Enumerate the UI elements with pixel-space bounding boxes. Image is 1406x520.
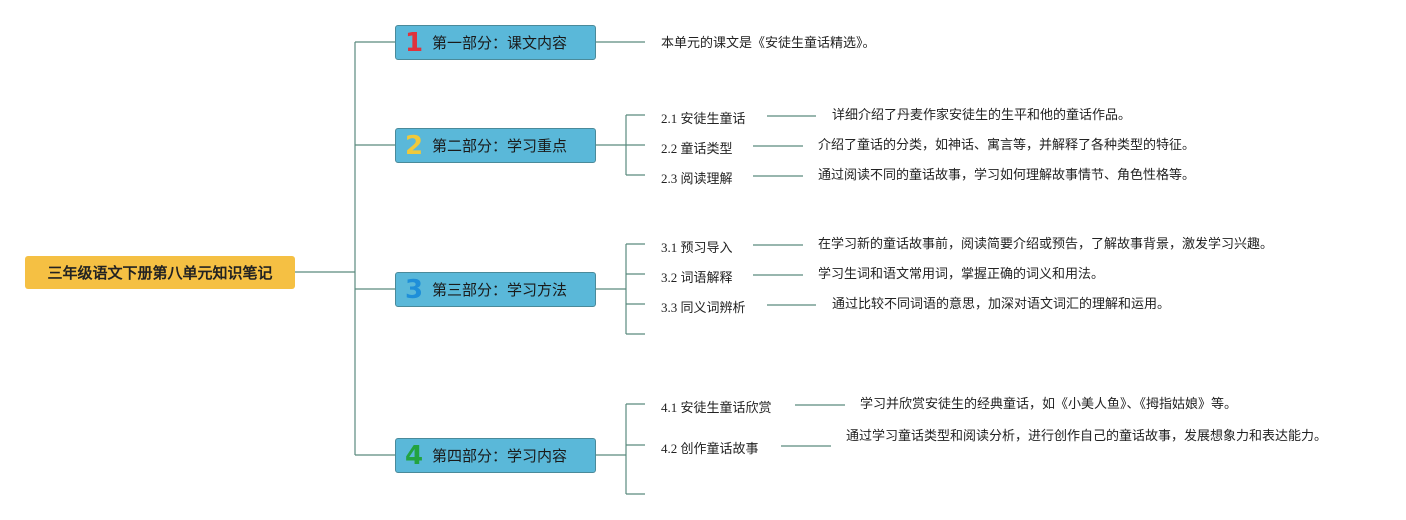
subtopic-2-2[interactable]: 2.2 童话类型 [661, 141, 733, 156]
subtopic-4-2-desc[interactable]: 通过学习童话类型和阅读分析，进行创作自己的童话故事，发展想象力和表达能力。 [846, 429, 1328, 444]
subtopic-3-3-desc[interactable]: 通过比较不同词语的意思，加深对语文词汇的理解和运用。 [832, 297, 1171, 312]
subtopic-3-1[interactable]: 3.1 预习导入 [661, 240, 733, 255]
section-4-topic[interactable]: 4 第四部分：学习内容 [395, 438, 596, 473]
section-3-topic[interactable]: 3 第三部分：学习方法 [395, 272, 596, 307]
number-4-icon: 4 [404, 440, 424, 471]
section-1-desc[interactable]: 本单元的课文是《安徒生童话精选》。 [661, 36, 876, 51]
number-1-icon: 1 [404, 27, 424, 58]
subtopic-2-1-desc[interactable]: 详细介绍了丹麦作家安徒生的生平和他的童话作品。 [832, 108, 1132, 123]
subtopic-2-2-desc[interactable]: 介绍了童话的分类，如神话、寓言等，并解释了各种类型的特征。 [818, 138, 1196, 153]
section-2-label: 第二部分：学习重点 [432, 137, 568, 155]
section-2-topic[interactable]: 2 第二部分：学习重点 [395, 128, 596, 163]
subtopic-3-2[interactable]: 3.2 词语解释 [661, 270, 733, 285]
section-1-topic[interactable]: 1 第一部分：课文内容 [395, 25, 596, 60]
root-title: 三年级语文下册第八单元知识笔记 [47, 264, 273, 282]
number-3-icon: 3 [404, 274, 424, 305]
subtopic-4-1-desc[interactable]: 学习并欣赏安徒生的经典童话，如《小美人鱼》、《拇指姑娘》等。 [860, 397, 1238, 412]
root-topic[interactable]: 三年级语文下册第八单元知识笔记 [25, 256, 295, 289]
number-2-icon: 2 [404, 130, 424, 161]
subtopic-4-1[interactable]: 4.1 安徒生童话欣赏 [661, 400, 772, 415]
section-1-label: 第一部分：课文内容 [432, 34, 568, 52]
subtopic-2-1[interactable]: 2.1 安徒生童话 [661, 111, 746, 126]
subtopic-3-2-desc[interactable]: 学习生词和语文常用词，掌握正确的词义和用法。 [818, 267, 1105, 282]
subtopic-3-3[interactable]: 3.3 同义词辨析 [661, 300, 746, 315]
subtopic-2-3-desc[interactable]: 通过阅读不同的童话故事，学习如何理解故事情节、角色性格等。 [818, 168, 1196, 183]
subtopic-2-3[interactable]: 2.3 阅读理解 [661, 171, 733, 186]
subtopic-3-1-desc[interactable]: 在学习新的童话故事前，阅读简要介绍或预告，了解故事背景，激发学习兴趣。 [818, 237, 1274, 252]
subtopic-4-2[interactable]: 4.2 创作童话故事 [661, 441, 759, 456]
section-3-label: 第三部分：学习方法 [432, 281, 568, 299]
section-4-label: 第四部分：学习内容 [432, 447, 568, 465]
